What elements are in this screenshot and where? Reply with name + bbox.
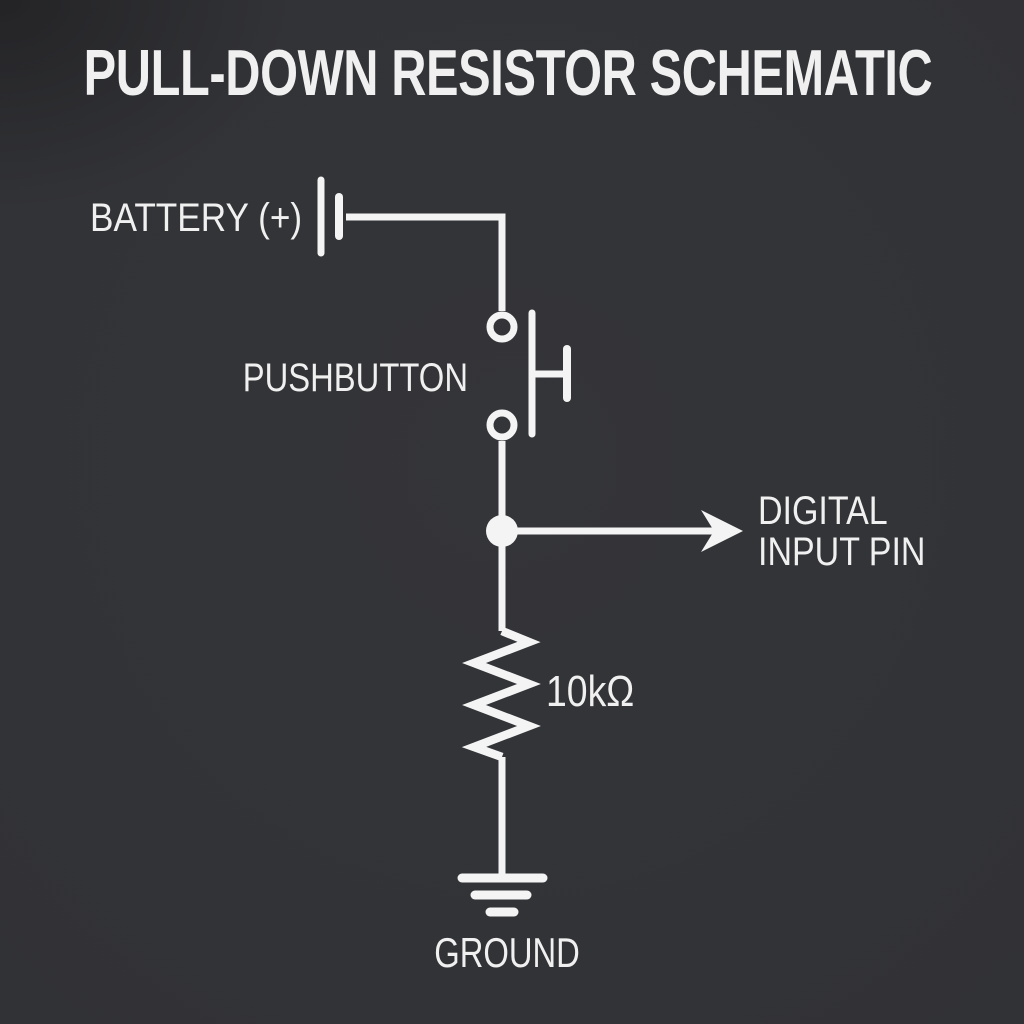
signal-arrow bbox=[512, 510, 743, 552]
page-title: PULL-DOWN RESISTOR SCHEMATIC bbox=[84, 37, 933, 109]
junction-dot bbox=[486, 515, 518, 547]
wire-battery-to-switch bbox=[346, 213, 506, 311]
digital-input-label-line2: INPUT PIN bbox=[758, 528, 925, 573]
arrow-head-icon bbox=[701, 510, 743, 552]
resistor-value-label: 10kΩ bbox=[546, 666, 634, 716]
pushbutton-bottom-terminal bbox=[486, 409, 518, 441]
ground-symbol bbox=[457, 873, 548, 917]
pushbutton-top-terminal bbox=[486, 311, 518, 343]
battery-symbol bbox=[317, 176, 343, 257]
pushbutton-symbol bbox=[486, 309, 571, 441]
ground-label: GROUND bbox=[434, 929, 580, 976]
digital-input-label-line1: DIGITAL bbox=[758, 487, 888, 532]
pushbutton-label: PUSHBUTTON bbox=[243, 355, 468, 400]
resistor-symbol bbox=[461, 627, 541, 762]
battery-label: BATTERY (+) bbox=[90, 195, 302, 240]
